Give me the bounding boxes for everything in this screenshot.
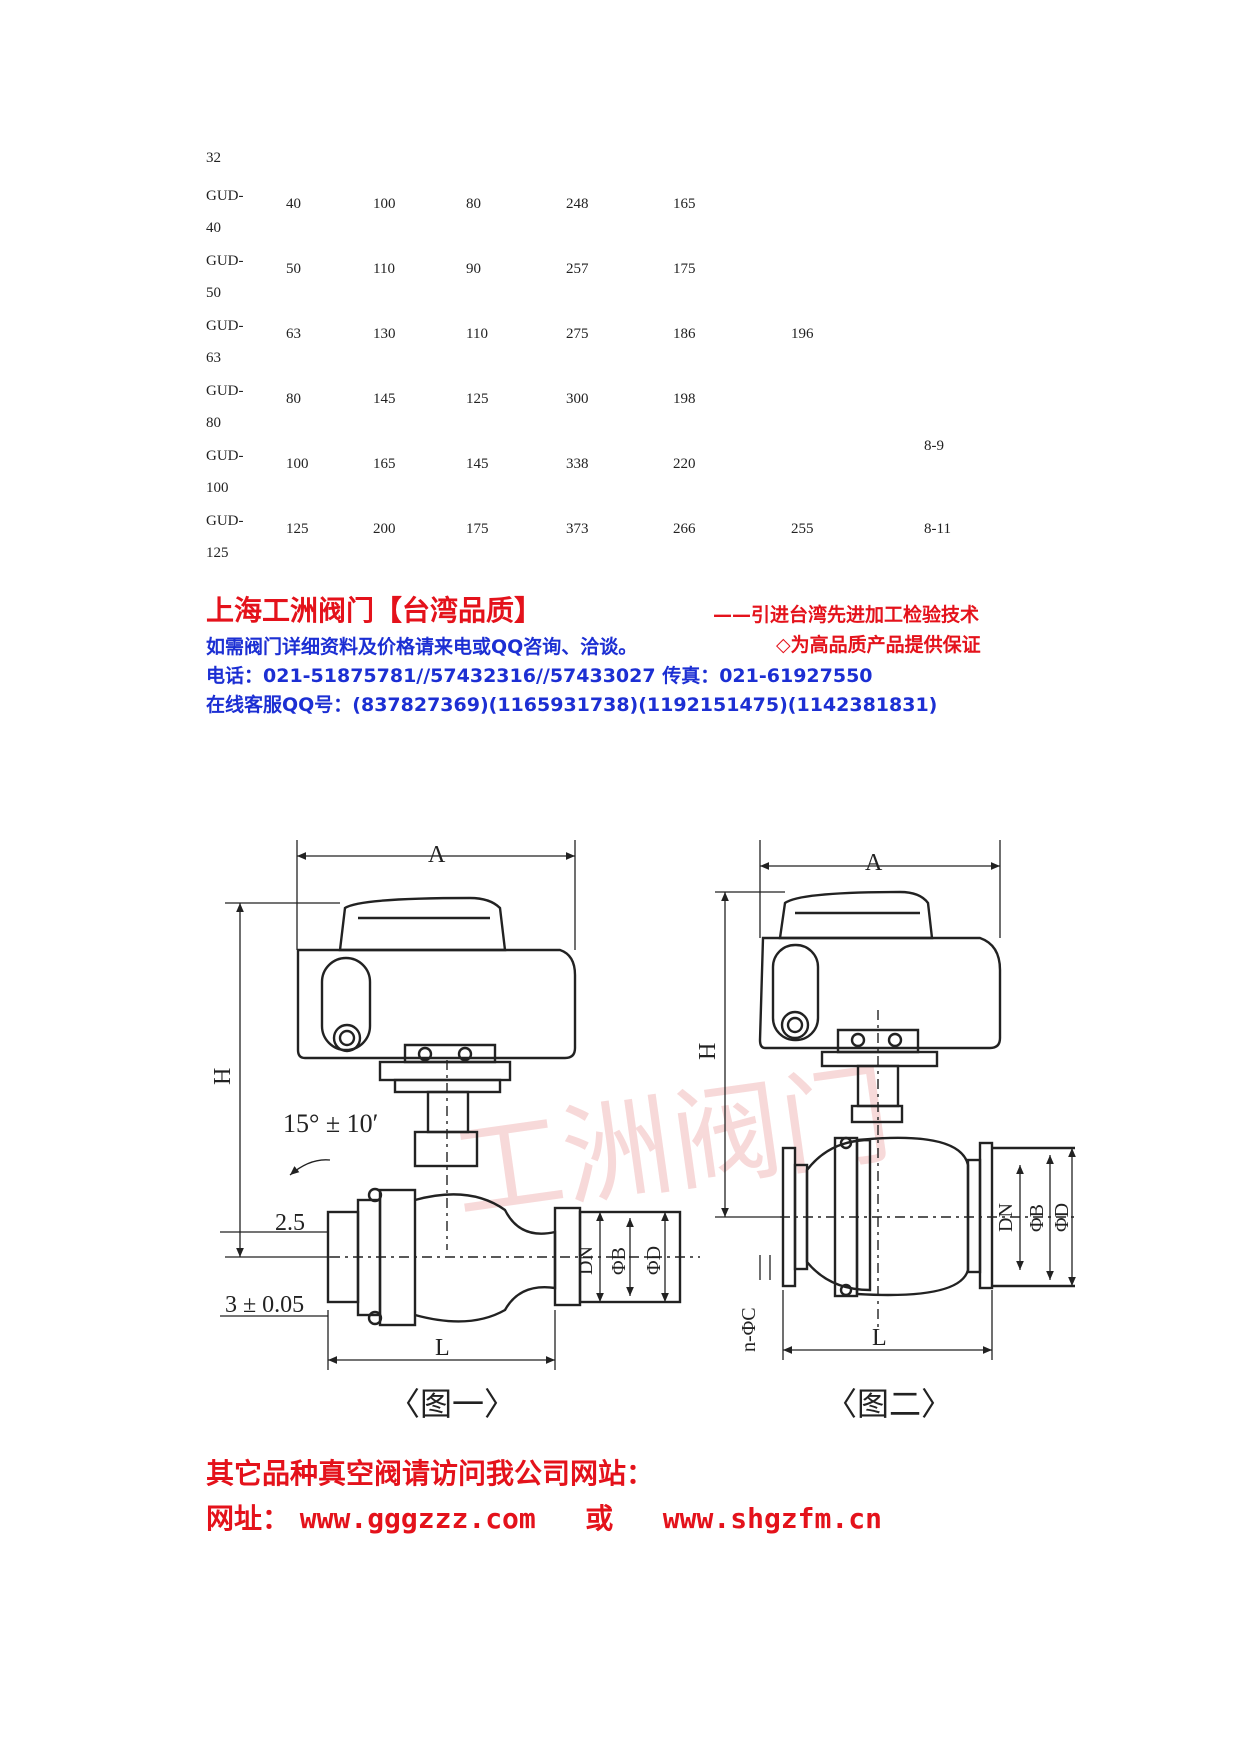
table-cell: 175 <box>466 521 489 537</box>
table-cell: 373 <box>566 521 589 537</box>
table-model-cell: GUD- 50 <box>206 245 266 309</box>
table-model-cell: GUD- 63 <box>206 310 266 374</box>
table-cell: 196 <box>791 326 814 342</box>
table-cell: 165 <box>673 196 696 212</box>
fig2-label-C: n-ΦC <box>738 1307 760 1352</box>
table-cell: 186 <box>673 326 696 342</box>
table-cell: 32 <box>206 150 221 166</box>
slogan-2: ◇为高品质产品提供保证 <box>776 634 981 656</box>
fig1-label-H: H <box>210 1068 236 1085</box>
table-cell: 90 <box>466 261 481 277</box>
footer-or: 或 <box>585 1502 614 1535</box>
table-cell: 125 <box>466 391 489 407</box>
table-cell: 257 <box>566 261 589 277</box>
phone-line: 电话：021-51875781//57432316//57433027 传真：0… <box>206 665 873 687</box>
fig1-label-A: A <box>428 842 446 868</box>
website-link-2[interactable]: www.shgzfm.cn <box>662 1502 882 1535</box>
watermark: 工洲阀门 <box>445 1050 899 1238</box>
table-cell: 275 <box>566 326 589 342</box>
table-cell: 198 <box>673 391 696 407</box>
table-cell: 110 <box>373 261 395 277</box>
contact-line: 如需阀门详细资料及价格请来电或QQ咨询、洽谈。 <box>206 636 638 658</box>
fig1-caption: 〈图一〉 <box>388 1385 516 1423</box>
footer-prefix: 网址： <box>206 1502 291 1535</box>
table-cell: 40 <box>286 196 301 212</box>
fig2-label-A: A <box>865 850 883 876</box>
figure-2 <box>715 840 1076 1360</box>
table-cell: 125 <box>286 521 309 537</box>
table-cell: 200 <box>373 521 396 537</box>
table-cell: 266 <box>673 521 696 537</box>
table-cell: 248 <box>566 196 589 212</box>
table-cell: 50 <box>286 261 301 277</box>
fig2-label-H: H <box>695 1043 721 1060</box>
slogan-1: ——引进台湾先进加工检验技术 <box>713 604 980 626</box>
table-cell: 300 <box>566 391 589 407</box>
fig1-label-D: ΦD <box>643 1246 665 1275</box>
table-model-cell: GUD- 80 <box>206 375 266 439</box>
table-cell: 145 <box>373 391 396 407</box>
table-cell: 110 <box>466 326 488 342</box>
table-cell: 80 <box>466 196 481 212</box>
fig2-label-L: L <box>872 1325 887 1351</box>
table-model-part: GUD- <box>206 448 244 464</box>
table-cell: 338 <box>566 456 589 472</box>
figure-1 <box>220 840 700 1370</box>
fig1-label-B: ΦB <box>608 1247 630 1275</box>
fig1-label-2-5: 2.5 <box>275 1210 305 1236</box>
fig1-label-angle: 15° ± 10′ <box>283 1109 378 1138</box>
table-model-part: 80 <box>206 415 221 431</box>
table-cell: 165 <box>373 456 396 472</box>
table-model-cell: GUD- 40 <box>206 180 266 244</box>
fig1-label-tolerance: 3 ± 0.05 <box>225 1292 304 1318</box>
table-cell: 100 <box>286 456 309 472</box>
table-cell: 220 <box>673 456 696 472</box>
table-model-cell: GUD- 125 <box>206 505 266 569</box>
fig1-label-DN: DN <box>575 1246 597 1275</box>
footer-line-1: 其它品种真空阀请访问我公司网站： <box>206 1457 655 1490</box>
table-merged-cell: 8-9 <box>924 438 944 454</box>
qq-line: 在线客服QQ号：(837827369)(1165931738)(11921514… <box>206 694 938 716</box>
table-cell: 63 <box>286 326 301 342</box>
footer-line-2: 网址： www.gggzzz.com 或 www.shgzfm.cn <box>206 1497 882 1537</box>
table-cell: 175 <box>673 261 696 277</box>
table-cell: 100 <box>373 196 396 212</box>
table-model-part: GUD- <box>206 253 244 269</box>
table-cell: 255 <box>791 521 814 537</box>
table-model-part: 50 <box>206 285 221 301</box>
fig2-label-D: ΦD <box>1051 1203 1073 1232</box>
table-model-part: 40 <box>206 220 221 236</box>
website-link-1[interactable]: www.gggzzz.com <box>299 1502 536 1535</box>
table-model-part: GUD- <box>206 188 244 204</box>
table-model-cell: GUD- 100 <box>206 440 266 504</box>
table-model-part: GUD- <box>206 513 244 529</box>
table-model-part: GUD- <box>206 318 244 334</box>
table-model-part: 63 <box>206 350 221 366</box>
fig2-caption: 〈图二〉 <box>825 1385 953 1423</box>
table-model-part: GUD- <box>206 383 244 399</box>
fig1-label-L: L <box>435 1335 450 1361</box>
table-cell: 130 <box>373 326 396 342</box>
table-cell: 80 <box>286 391 301 407</box>
company-title: 上海工洲阀门【台湾品质】 <box>206 594 543 627</box>
table-model-part: 100 <box>206 480 229 496</box>
table-model-part: 125 <box>206 545 229 561</box>
table-cell: 145 <box>466 456 489 472</box>
fig2-label-DN: DN <box>995 1203 1017 1232</box>
table-cell: 8-11 <box>924 521 951 537</box>
fig2-label-B: ΦB <box>1026 1204 1048 1232</box>
